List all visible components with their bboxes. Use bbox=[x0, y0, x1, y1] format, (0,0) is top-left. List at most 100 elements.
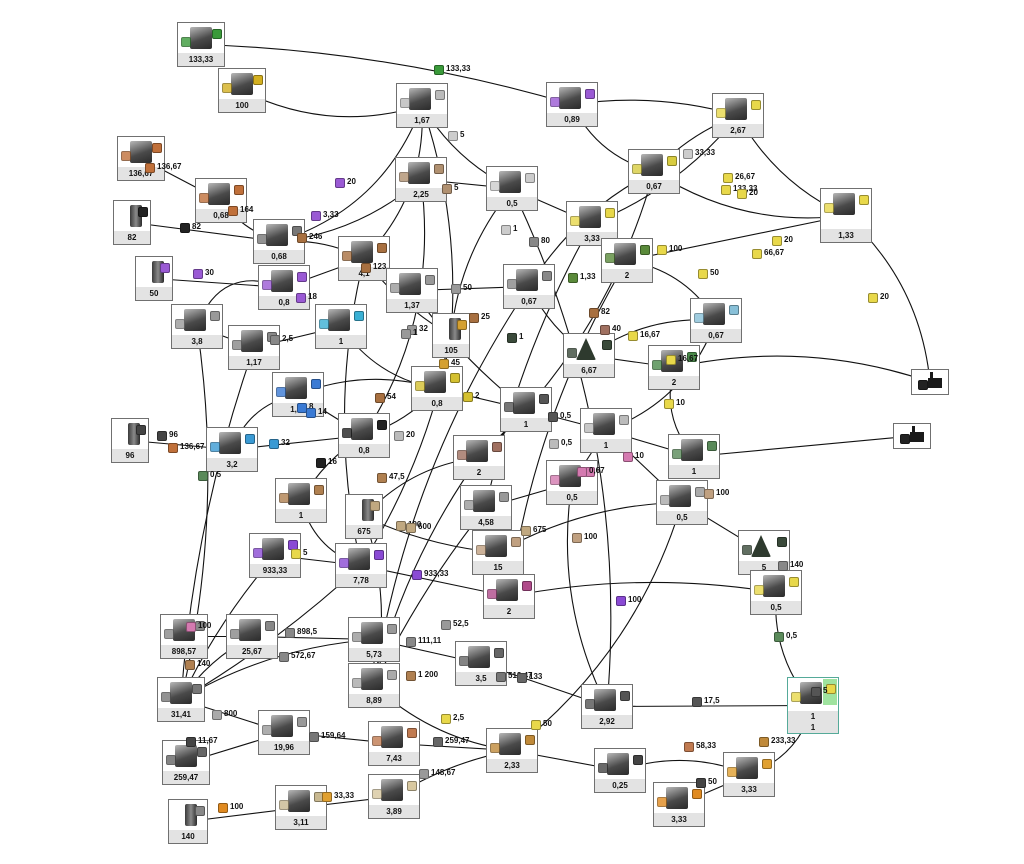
recipe-node[interactable]: 0,8 bbox=[258, 265, 310, 310]
coal-icon bbox=[180, 223, 190, 233]
machine-icon bbox=[736, 757, 758, 779]
stone-icon bbox=[433, 737, 443, 747]
recipe-node[interactable]: 2,25 bbox=[395, 157, 447, 202]
recipe-node[interactable]: 3,8 bbox=[171, 304, 223, 349]
wire-icon bbox=[361, 263, 371, 273]
coal-icon bbox=[138, 207, 148, 217]
sink-node[interactable] bbox=[893, 423, 931, 449]
input-item-icon bbox=[121, 151, 131, 161]
recipe-node[interactable]: 7,43 bbox=[368, 721, 420, 766]
input-item-icon bbox=[550, 97, 560, 107]
recipe-node[interactable]: 0,68 bbox=[253, 219, 305, 264]
recipe-node[interactable]: 1 bbox=[275, 478, 327, 523]
recipe-node[interactable]: 2,33 bbox=[486, 728, 538, 773]
recipe-node[interactable]: 2,67 bbox=[712, 93, 764, 138]
recipe-node[interactable]: 675 bbox=[345, 494, 383, 539]
recipe-node[interactable]: 0,67 bbox=[628, 149, 680, 194]
edge-n8-n24 bbox=[421, 105, 454, 336]
recipe-node[interactable]: 31,41 bbox=[157, 677, 205, 722]
recipe-node[interactable]: 5,73 bbox=[348, 617, 400, 662]
cable-icon bbox=[667, 156, 677, 166]
recipe-node[interactable]: 0,89 bbox=[546, 82, 598, 127]
recipe-node[interactable]: 1 bbox=[315, 304, 367, 349]
recipe-node[interactable]: 0,5 bbox=[486, 166, 538, 211]
node-icons bbox=[275, 375, 321, 401]
ring-icon bbox=[549, 439, 559, 449]
machine-count: 136,67 bbox=[118, 167, 164, 180]
recipe-node[interactable]: 100 bbox=[218, 68, 266, 113]
recipe-node[interactable]: 25,67 bbox=[226, 614, 278, 659]
recipe-node[interactable]: 2 bbox=[648, 345, 700, 390]
sink-node[interactable] bbox=[911, 369, 949, 395]
recipe-node[interactable]: 3,2 bbox=[206, 427, 258, 472]
recipe-node[interactable]: 1,33 bbox=[820, 188, 872, 243]
recipe-node[interactable]: 1 bbox=[500, 387, 552, 432]
recipe-node[interactable]: 8,89 bbox=[348, 663, 400, 708]
recipe-node[interactable]: 15 bbox=[472, 530, 524, 575]
recipe-node[interactable]: 2,92 bbox=[581, 684, 633, 729]
machine-icon bbox=[513, 392, 535, 414]
gold-icon bbox=[762, 759, 772, 769]
node-icons bbox=[371, 724, 417, 750]
recipe-node[interactable]: 1 bbox=[668, 434, 720, 479]
recipe-node[interactable]: 82 bbox=[113, 200, 151, 245]
recipe-node[interactable]: 105 bbox=[432, 313, 470, 358]
recipe-node[interactable]: 0,8 bbox=[411, 366, 463, 411]
recipe-node[interactable]: 96 bbox=[111, 418, 149, 463]
recipe-node[interactable]: 0,67 bbox=[503, 264, 555, 309]
recipe-node[interactable]: 0,5 bbox=[750, 570, 802, 615]
iron-plate-icon bbox=[387, 624, 397, 634]
recipe-node[interactable]: 1,67 bbox=[396, 83, 448, 128]
machine-count: 3,8 bbox=[172, 335, 222, 348]
machine-count: 3,33 bbox=[724, 783, 774, 796]
machine-icon bbox=[468, 646, 490, 668]
recipe-node[interactable]: 4,1 bbox=[338, 236, 390, 281]
recipe-node[interactable]: 4,58 bbox=[460, 485, 512, 530]
node-icons bbox=[261, 268, 307, 294]
recipe-node[interactable]: 0,25 bbox=[594, 748, 646, 793]
recipe-node[interactable]: 19,96 bbox=[258, 710, 310, 755]
machine-icon bbox=[241, 330, 263, 352]
recipe-node[interactable]: 898,57 bbox=[160, 614, 208, 659]
recipe-node[interactable]: 0,68 bbox=[195, 178, 247, 223]
recipe-node[interactable]: 1 1 bbox=[787, 677, 839, 734]
recipe-node[interactable]: 3,11 bbox=[275, 785, 327, 830]
recipe-node[interactable]: 2 bbox=[453, 435, 505, 480]
input-item-icon bbox=[230, 629, 240, 639]
gear-icon bbox=[542, 271, 552, 281]
recipe-node[interactable]: 3,33 bbox=[723, 752, 775, 797]
machine-count: 0,67 bbox=[691, 329, 741, 342]
input-item-icon bbox=[262, 280, 272, 290]
recipe-node[interactable]: 0,5 bbox=[656, 480, 708, 525]
recipe-node[interactable]: 1,37 bbox=[386, 268, 438, 313]
recipe-node[interactable]: 133,33 bbox=[177, 22, 225, 67]
recipe-node[interactable]: 1,17 bbox=[228, 325, 280, 370]
recipe-node[interactable]: 3,89 bbox=[368, 774, 420, 819]
recipe-node[interactable]: 2 bbox=[483, 574, 535, 619]
machine-icon bbox=[559, 465, 581, 487]
input-item-icon bbox=[490, 181, 500, 191]
node-icons bbox=[318, 307, 364, 333]
input-item-icon bbox=[175, 319, 185, 329]
recipe-node[interactable]: 136,67 bbox=[117, 136, 165, 181]
node-icons bbox=[171, 802, 205, 828]
recipe-node[interactable]: 50 bbox=[135, 256, 173, 301]
input-item-icon bbox=[319, 319, 329, 329]
recipe-node[interactable]: 7,78 bbox=[335, 543, 387, 588]
recipe-node[interactable]: 0,5 bbox=[546, 460, 598, 505]
recipe-node[interactable]: 6,67 bbox=[563, 333, 615, 378]
machine-count: 5,73 bbox=[349, 648, 399, 661]
recipe-node[interactable]: 2 bbox=[601, 238, 653, 283]
recipe-node[interactable]: 140 bbox=[168, 799, 208, 844]
node-icons bbox=[435, 316, 467, 342]
node-icons bbox=[604, 241, 650, 267]
brick-icon bbox=[600, 325, 610, 335]
recipe-node[interactable]: 1 bbox=[580, 408, 632, 453]
recipe-node[interactable]: 3,33 bbox=[653, 782, 705, 827]
recipe-node[interactable]: 0,8 bbox=[338, 413, 390, 458]
recipe-node[interactable]: 0,67 bbox=[690, 298, 742, 343]
recipe-node[interactable]: 3,5 bbox=[455, 641, 507, 686]
recipe-node[interactable]: 259,47 bbox=[162, 740, 210, 785]
drum-icon bbox=[406, 671, 416, 681]
